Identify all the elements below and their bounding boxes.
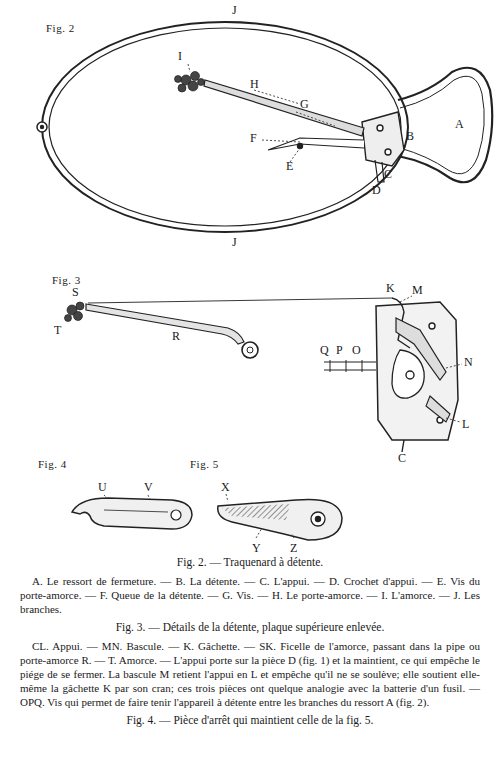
figure-number: Fig. 4 xyxy=(38,458,67,471)
callout-letter: D xyxy=(372,184,381,197)
callout-letter: F xyxy=(250,132,257,145)
callout-letter: J xyxy=(232,236,237,249)
callout-letter: G xyxy=(300,98,309,111)
callout-letter: K xyxy=(386,282,395,295)
callout-letter: Y xyxy=(252,542,261,555)
callout-letter: A xyxy=(455,118,464,131)
figure-caption: Fig. 4. — Pièce d'arrêt qui maintient ce… xyxy=(20,713,480,728)
callout-letter: Z xyxy=(290,542,297,555)
figure-caption: Fig. 2. — Traquenard à détente. xyxy=(20,555,480,570)
callout-letter: B xyxy=(406,130,414,143)
callout-letter: I xyxy=(178,50,182,63)
figure-caption: Fig. 3. — Détails de la détente, plaque … xyxy=(20,620,480,635)
caption-legend: A. Le ressort de fermeture. — B. La déte… xyxy=(20,574,480,616)
callout-letter: V xyxy=(144,481,153,494)
callout-letter: Q xyxy=(320,344,329,357)
callout-letter: S xyxy=(72,286,79,299)
callout-letter: C xyxy=(398,452,406,465)
callout-letter: C xyxy=(384,168,392,181)
callout-letter: L xyxy=(462,418,469,431)
callout-letter: E xyxy=(286,160,293,173)
figure-number: Fig. 2 xyxy=(46,22,75,35)
callout-letter: U xyxy=(98,481,107,494)
callout-letter: R xyxy=(172,330,180,343)
caption-legend: CL. Appui. — MN. Bascule. — K. Gâchette.… xyxy=(20,639,480,709)
caption-block: Fig. 2. — Traquenard à détente. A. Le res… xyxy=(20,552,480,732)
callout-letter: H xyxy=(250,78,259,91)
callout-letter: M xyxy=(412,284,423,297)
callout-letter: O xyxy=(352,344,361,357)
callout-letter: N xyxy=(464,356,473,369)
callout-letter: J xyxy=(232,4,237,17)
figure-number: Fig. 5 xyxy=(190,458,219,471)
callout-letter: X xyxy=(221,481,230,494)
callout-letter: P xyxy=(336,344,343,357)
callout-letter: T xyxy=(54,324,61,337)
